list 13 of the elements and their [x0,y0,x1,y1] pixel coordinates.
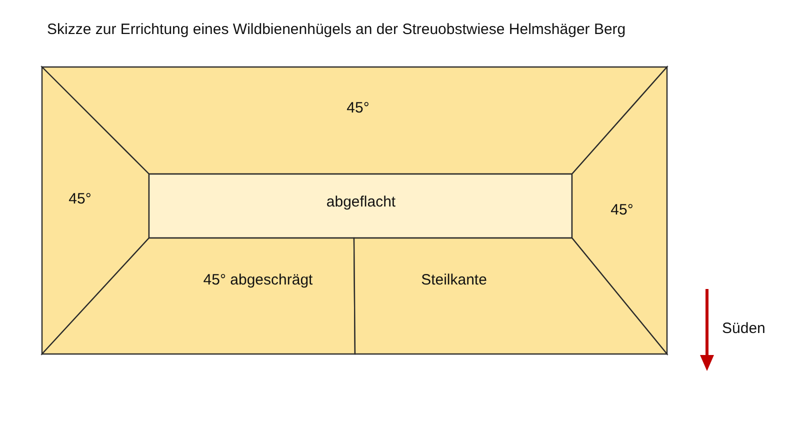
face-label: 45° [68,190,92,208]
slope-face [572,67,667,354]
title: Skizze zur Errichtung eines Wildbienenhügels an der Streuobstwiese Helmshäger Berg [47,21,626,38]
face-label: abgeflacht [326,194,396,210]
steep-edge-face [354,238,667,354]
face-label: Steilkante [421,272,487,288]
flat-top-face [149,174,572,238]
slope-face [42,238,355,354]
face-label: 45° [346,100,370,116]
face-label: 45° [610,202,634,218]
face-label: 45° abgeschrägt [203,272,313,288]
slope-face [42,67,149,354]
direction-label: Süden [722,320,766,337]
